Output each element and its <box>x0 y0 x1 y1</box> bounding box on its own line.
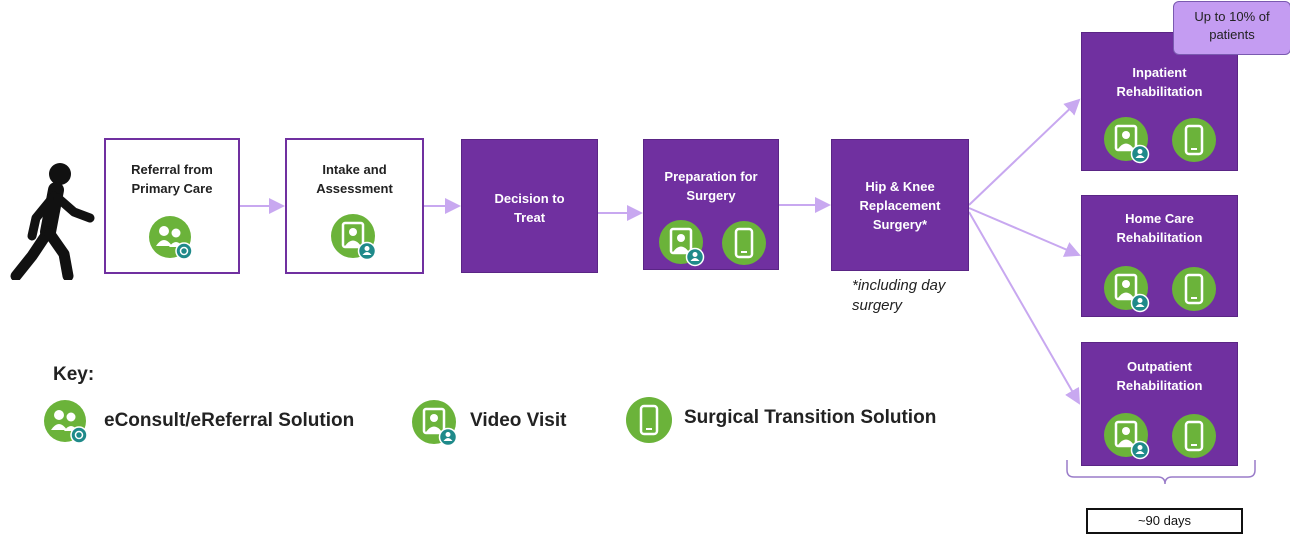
step-decision-label: Decision to Treat <box>494 191 565 225</box>
phone-icon <box>1172 118 1216 162</box>
video-visit-icon <box>1104 117 1150 164</box>
step-inpatient: Inpatient Rehabilitation <box>1081 32 1238 171</box>
step-intake-label: Intake and Assessment <box>316 162 393 196</box>
phone-icon <box>626 397 672 443</box>
phone-icon <box>1172 267 1216 311</box>
arrow-surgery-outpatient <box>968 211 1080 405</box>
step-preparation-label: Preparation for Surgery <box>664 169 758 203</box>
video-visit-icon <box>331 214 377 261</box>
duration-box: ~90 days <box>1086 508 1243 534</box>
duration-text: ~90 days <box>1137 513 1192 528</box>
video-visit-icon <box>1104 413 1150 460</box>
arrow-surgery-inpatient <box>968 98 1081 206</box>
key-video-label: Video Visit <box>470 410 567 431</box>
step-outpatient-label: Outpatient Rehabilitation <box>1116 359 1203 393</box>
key-econsult-label: eConsult/eReferral Solution <box>104 410 355 431</box>
rehab-bracket <box>1066 460 1256 485</box>
step-decision: Decision to Treat <box>461 139 598 273</box>
phone-icon <box>1172 414 1216 458</box>
inpatient-callout-text: Up to 10% of patients <box>1194 9 1270 42</box>
surgery-footnote: *including day surgery <box>852 277 946 314</box>
step-surgery: Hip & Knee Replacement Surgery* <box>831 139 969 271</box>
step-homecare: Home Care Rehabilitation <box>1081 195 1238 317</box>
econsult-icon <box>149 216 193 260</box>
step-inpatient-label: Inpatient Rehabilitation <box>1116 65 1203 99</box>
step-referral: Referral from Primary Care <box>104 138 240 274</box>
econsult-icon <box>44 400 88 444</box>
arrow-surgery-homecare <box>968 207 1081 257</box>
step-preparation: Preparation for Surgery <box>643 139 779 270</box>
phone-icon <box>722 221 766 265</box>
key-surgical-label: Surgical Transition Solution <box>684 407 937 428</box>
step-outpatient: Outpatient Rehabilitation <box>1081 342 1238 466</box>
step-homecare-label: Home Care Rehabilitation <box>1116 211 1203 245</box>
step-intake: Intake and Assessment <box>285 138 424 274</box>
step-surgery-label: Hip & Knee Replacement Surgery* <box>859 179 941 232</box>
video-visit-icon <box>659 220 705 267</box>
step-referral-label: Referral from Primary Care <box>131 162 213 196</box>
walking-person-icon <box>10 163 95 280</box>
key-title: Key: <box>53 364 95 385</box>
inpatient-callout: Up to 10% of patients <box>1173 1 1290 55</box>
video-visit-icon <box>1104 266 1150 313</box>
video-visit-icon <box>412 400 458 447</box>
